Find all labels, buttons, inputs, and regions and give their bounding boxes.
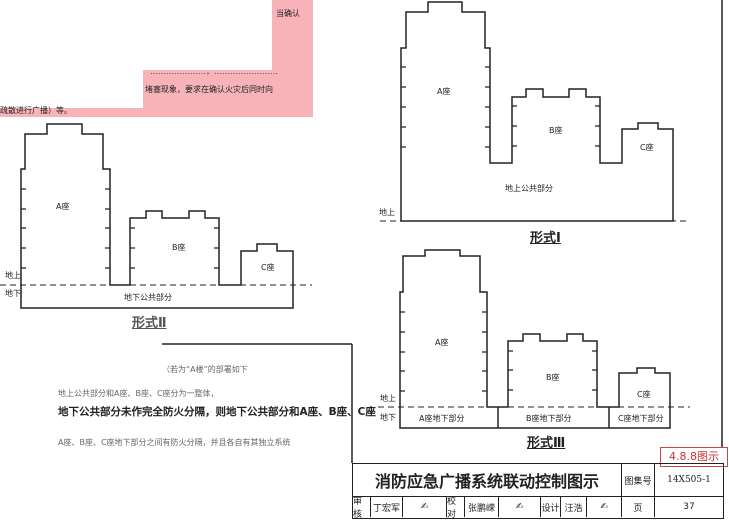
- form3-caption: 形式Ⅲ: [527, 436, 566, 451]
- section-tag: 4.8.8图示: [660, 447, 728, 467]
- left-above-label: 地上: [5, 271, 21, 280]
- designer-name: 汪浩: [561, 497, 587, 517]
- review-label: 审核: [353, 497, 371, 520]
- form3-b-base: B座地下部分: [526, 414, 572, 423]
- left-b-label: B座: [172, 243, 186, 252]
- reviewer-name: 丁宏军: [371, 497, 403, 517]
- form1-base-label: 地上公共部分: [505, 184, 553, 193]
- mask: [0, 0, 272, 70]
- left-below-label: 地下: [5, 289, 21, 298]
- panel-line-2: 地上公共部分和A座、B座、C座分为一整体，: [58, 389, 219, 398]
- form3-below-label: 地下: [380, 413, 396, 422]
- form3-b-label: B座: [546, 373, 560, 382]
- note-line-3: 堵塞现象，要求在确认火灾后同时向: [145, 85, 273, 94]
- panel-line-4: A座、B座、C座地下部分之间有防火分隔，并且各自有其独立系统: [58, 438, 291, 447]
- mask: [0, 70, 143, 108]
- form3-above-label: 地上: [380, 394, 396, 403]
- form3-diagram: [378, 249, 690, 429]
- page-number: 37: [683, 502, 695, 512]
- checker-name: 张鹏嵘: [465, 497, 499, 517]
- left-caption: 形式Ⅱ: [132, 316, 167, 331]
- left-a-label: A座: [56, 202, 70, 211]
- form1-a-label: A座: [437, 87, 451, 96]
- reviewer-signature: ✍: [403, 497, 447, 517]
- form1-c-label: C座: [640, 143, 654, 152]
- note-line-4: 疏散进行广播）等。: [0, 106, 72, 115]
- checker-signature: ✍: [499, 497, 541, 517]
- title-block: 消防应急广播系统联动控制图示 图集号 14X505-1 审核 丁宏军 ✍ 校对 …: [352, 463, 724, 520]
- form1-above-label: 地上: [379, 208, 395, 217]
- form2-diagram: [0, 123, 312, 309]
- left-c-label: C座: [261, 263, 275, 272]
- left-base-label: 地下公共部分: [124, 293, 172, 302]
- note-line-2: …………………，……………………: [150, 67, 278, 76]
- atlas-number: 14X505-1: [655, 464, 723, 497]
- panel-line-3: 地下公共部分未作完全防火分隔，则地下公共部分和A座、B座、C座: [58, 406, 376, 418]
- panel-line-1: （若为“A楼”的部署如下: [162, 365, 248, 374]
- form3-c-label: C座: [637, 390, 651, 399]
- form3-c-base: C座地下部分: [618, 414, 664, 423]
- form1-diagram: [380, 1, 690, 222]
- check-label: 校对: [447, 497, 465, 520]
- form3-a-label: A座: [435, 338, 449, 347]
- note-line-1: 当确认: [276, 9, 300, 18]
- form3-a-base: A座地下部分: [419, 414, 465, 423]
- page-label: 页: [622, 497, 655, 517]
- design-label: 设计: [541, 497, 561, 517]
- form1-caption: 形式Ⅰ: [530, 231, 561, 246]
- drawing-title: 消防应急广播系统联动控制图示: [353, 464, 622, 497]
- atlas-label: 图集号: [622, 464, 655, 497]
- form1-b-label: B座: [549, 126, 563, 135]
- designer-signature: ✍: [587, 497, 622, 517]
